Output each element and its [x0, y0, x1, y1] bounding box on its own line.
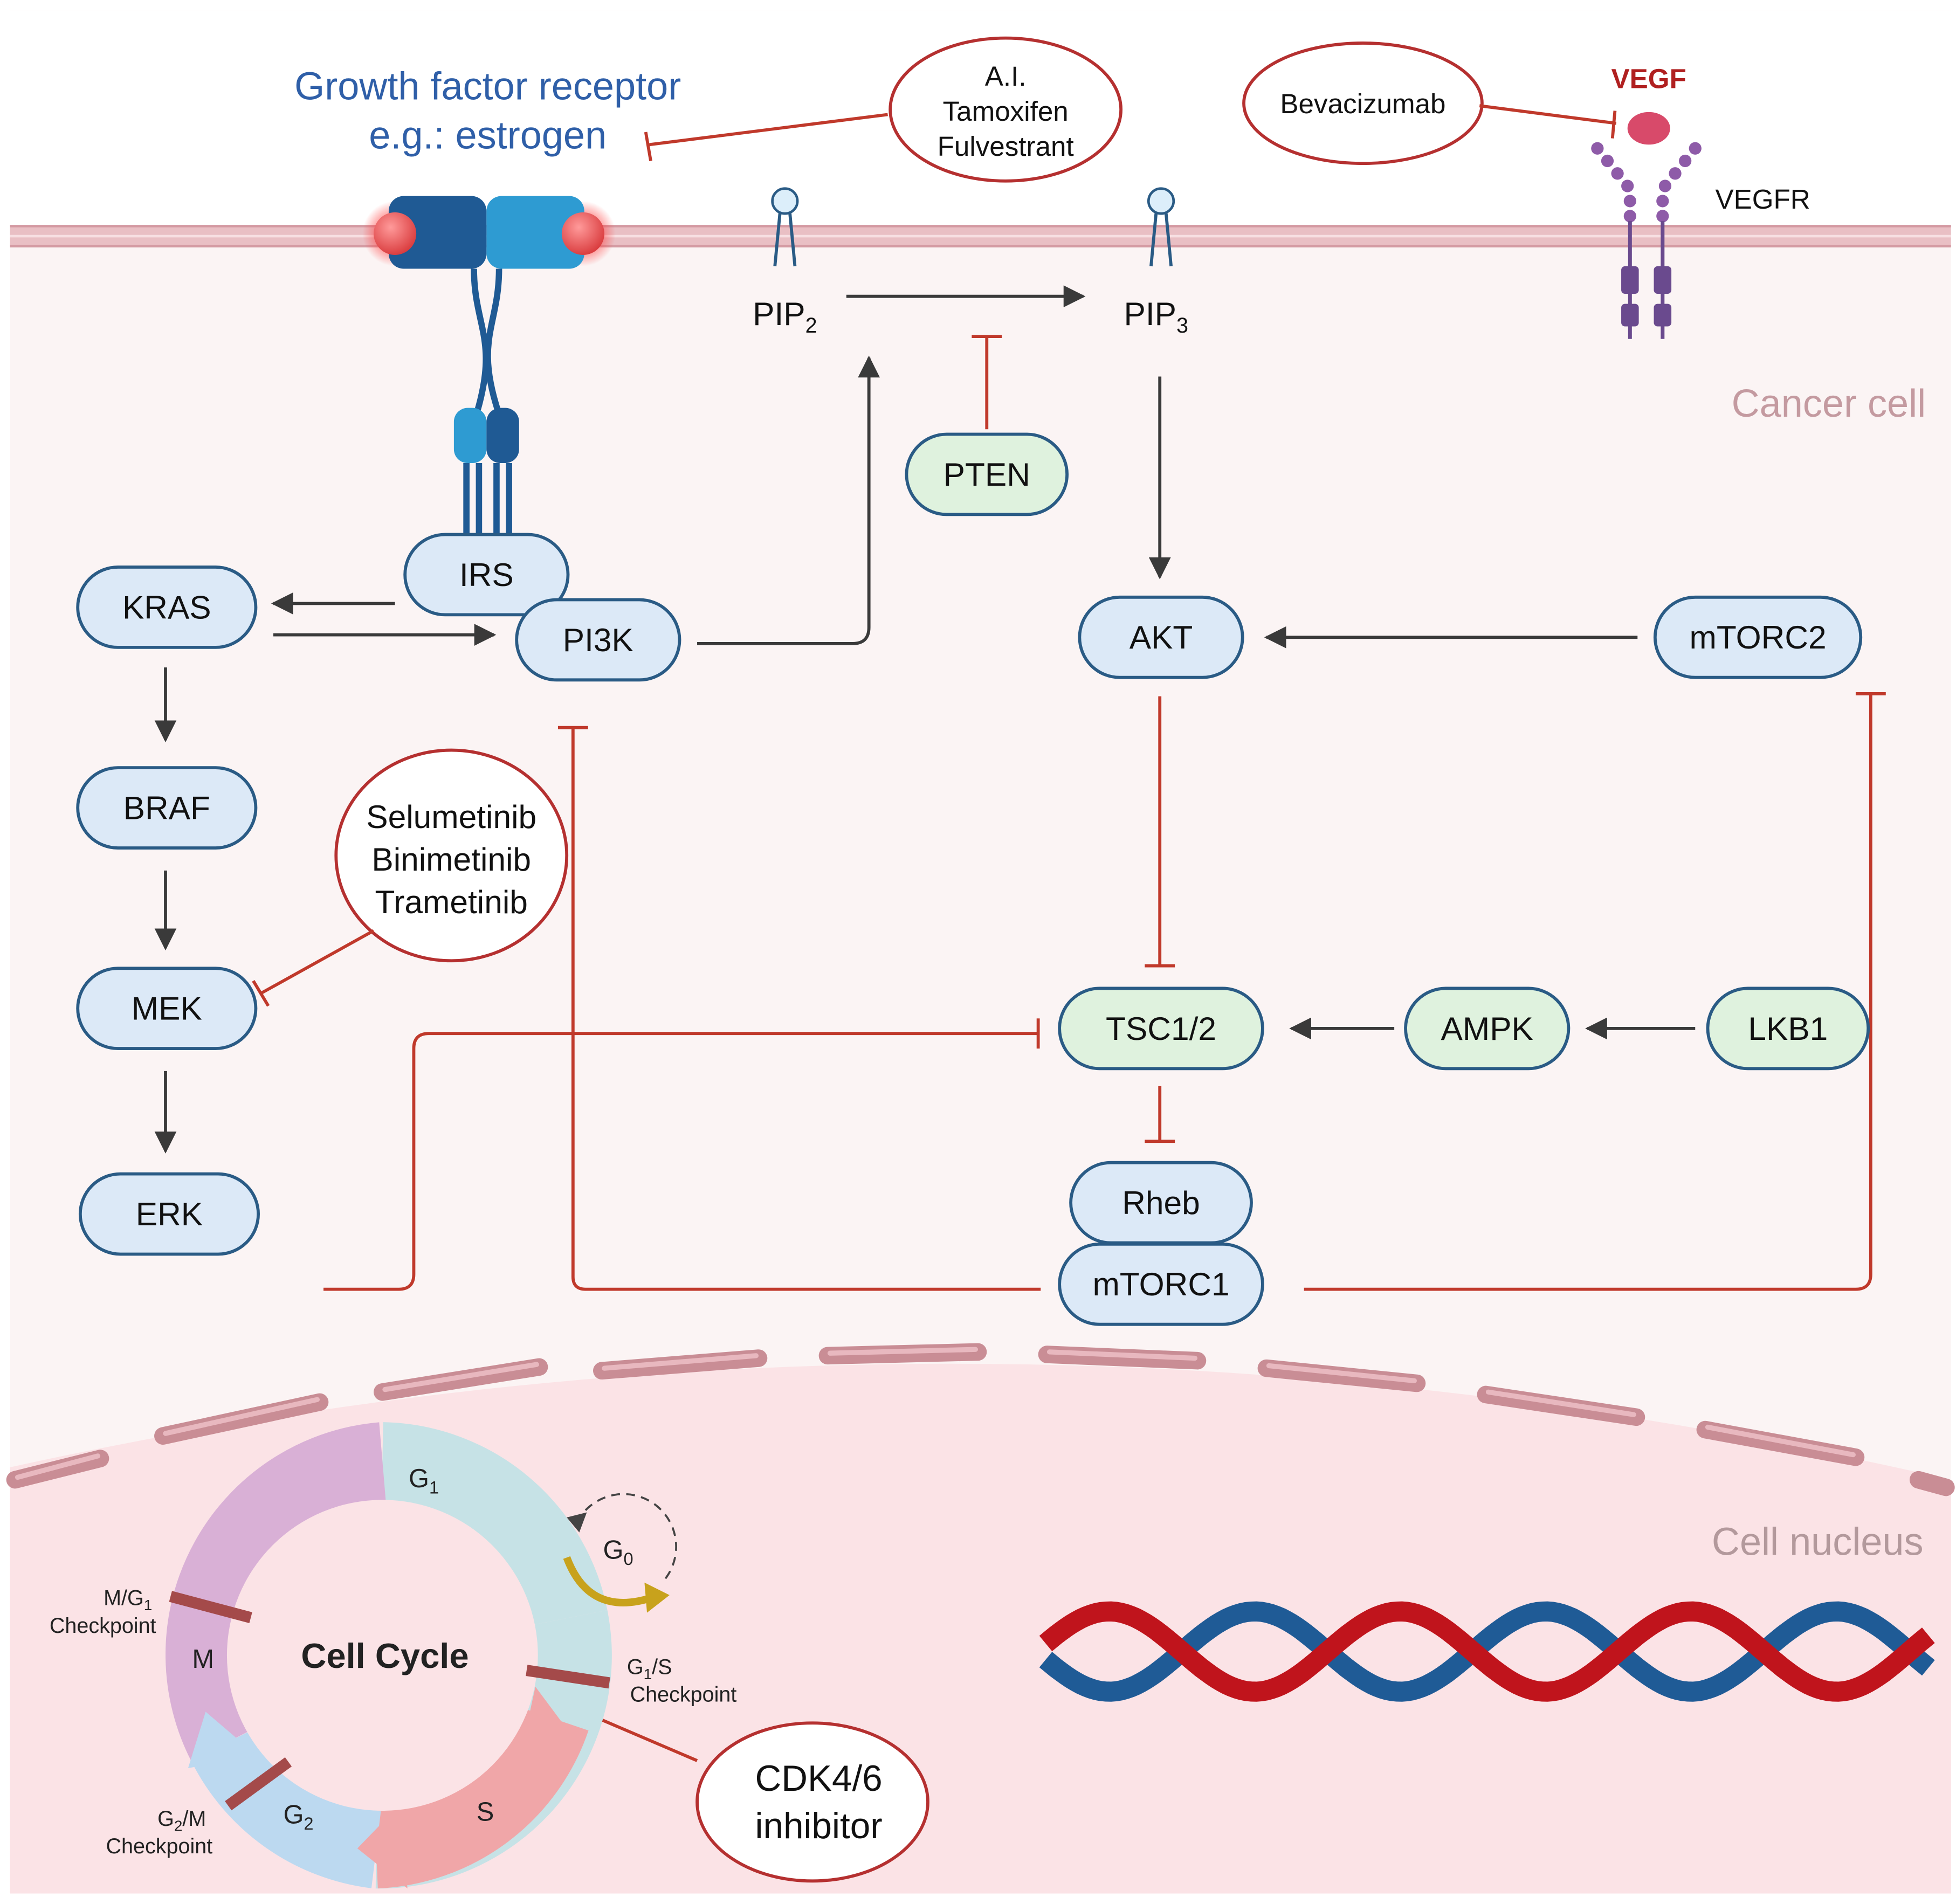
- node-mtorc2-label: mTORC2: [1689, 619, 1826, 656]
- g0-loop-arrow-icon: [563, 1493, 677, 1613]
- drug-selumetinib: Selumetinib: [366, 798, 536, 835]
- inhibit-mtorc1-mtorc2: [1304, 692, 1886, 1291]
- node-irs-label: IRS: [459, 556, 514, 593]
- vegf-receptor-icon: [1591, 142, 1702, 339]
- inhibit-tsc-rheb: [1145, 1086, 1175, 1143]
- inhibit-mek-drugs: [252, 929, 375, 1007]
- drug-bevacizumab: Bevacizumab: [1280, 88, 1445, 119]
- mek-inhibitor-circle: Selumetinib Binimetinib Trametinib: [334, 748, 569, 963]
- pip2-label: PIP2: [753, 295, 817, 337]
- node-ampk: AMPK: [1404, 987, 1571, 1071]
- node-erk: ERK: [78, 1172, 260, 1256]
- vegf-label: VEGF: [1611, 64, 1686, 94]
- drug-fulvestrant: Fulvestrant: [938, 131, 1074, 162]
- phase-m-label: M: [192, 1645, 214, 1674]
- pip3-label: PIP3: [1124, 295, 1188, 337]
- inhibit-erk-tsc: [323, 1018, 1040, 1291]
- checkpoint-g2m-line2: Checkpoint: [106, 1834, 213, 1858]
- phase-s-label: S: [477, 1798, 494, 1827]
- vegfr-label: VEGFR: [1715, 184, 1810, 215]
- node-tsc: TSC1/2: [1058, 987, 1264, 1071]
- cell-cycle-wheel: [166, 1422, 612, 1889]
- node-braf-label: BRAF: [123, 789, 210, 826]
- node-lkb1: LKB1: [1706, 987, 1870, 1071]
- node-pten: PTEN: [905, 432, 1069, 516]
- cell-cycle-title: Cell Cycle: [301, 1636, 469, 1675]
- node-pi3k-label: PI3K: [563, 622, 633, 658]
- node-pi3k: PI3K: [515, 598, 681, 682]
- activation-arrows: [154, 285, 1696, 1154]
- checkpoint-g1s-bar: [526, 1665, 610, 1689]
- inhibit-pten-conversion: [972, 335, 1002, 430]
- checkpoint-g1s-line1: G1/S: [627, 1655, 672, 1682]
- drug-trametinib: Trametinib: [375, 884, 528, 920]
- endocrine-therapy-oval: A.I. Tamoxifen Fulvestrant: [889, 36, 1123, 183]
- inhibit-mtorc1-pi3k: [557, 726, 1041, 1291]
- node-akt: AKT: [1078, 595, 1244, 679]
- arrow-pi3k-pip2: [697, 355, 880, 645]
- drug-binimetinib: Binimetinib: [371, 841, 531, 878]
- checkpoint-mg1-bar: [169, 1591, 252, 1624]
- checkpoint-bars: [169, 1591, 610, 1811]
- node-ampk-label: AMPK: [1441, 1010, 1533, 1047]
- receptor-title-line1: Growth factor receptor: [294, 65, 681, 108]
- cell-nucleus-label: Cell nucleus: [1712, 1521, 1924, 1564]
- node-mtorc1: mTORC1: [1058, 1242, 1264, 1326]
- node-kras: KRAS: [76, 565, 258, 649]
- node-rheb-label: Rheb: [1122, 1184, 1200, 1221]
- node-rheb: Rheb: [1069, 1161, 1253, 1245]
- node-erk-label: ERK: [136, 1196, 203, 1232]
- drug-tamoxifen: Tamoxifen: [943, 96, 1069, 127]
- node-irs: IRS: [403, 533, 570, 617]
- cell-membrane: [10, 225, 1951, 247]
- bevacizumab-oval: Bevacizumab: [1242, 42, 1484, 165]
- node-kras-label: KRAS: [122, 589, 211, 625]
- inhibit-akt-tsc: [1145, 696, 1175, 968]
- checkpoint-mg1-line2: Checkpoint: [50, 1614, 156, 1638]
- checkpoint-g1s-line2: Checkpoint: [630, 1683, 737, 1707]
- phase-g1-label: G1: [409, 1464, 439, 1498]
- drug-ai: A.I.: [985, 61, 1027, 92]
- receptor-title-line2: e.g.: estrogen: [369, 114, 607, 157]
- phase-g0-label: G0: [603, 1536, 633, 1569]
- drug-cdk46: CDK4/6: [755, 1758, 883, 1799]
- node-tsc-label: TSC1/2: [1106, 1010, 1216, 1047]
- node-mek: MEK: [76, 967, 258, 1050]
- receptor-dimer-icon: [362, 196, 616, 540]
- node-mtorc1-label: mTORC1: [1092, 1266, 1229, 1302]
- checkpoint-g2m-bar: [225, 1757, 292, 1811]
- phospholipid-icon: [1147, 187, 1175, 267]
- cdk-inhibitor-oval: CDK4/6 inhibitor: [695, 1721, 929, 1883]
- node-lkb1-label: LKB1: [1748, 1010, 1828, 1047]
- drug-cdk-inhibitor: inhibitor: [755, 1806, 883, 1846]
- node-mek-label: MEK: [132, 990, 202, 1027]
- node-braf: BRAF: [76, 766, 258, 850]
- cancer-cell-label: Cancer cell: [1732, 382, 1926, 425]
- checkpoint-mg1-line1: M/G1: [104, 1586, 152, 1613]
- dna-helix-icon: [1039, 1601, 1935, 1702]
- inhibit-endocrine-receptor: [644, 113, 888, 162]
- checkpoint-g2m-line1: G2/M: [157, 1807, 206, 1834]
- phospholipid-icon: [771, 187, 799, 267]
- node-pten-label: PTEN: [943, 456, 1030, 493]
- nuclear-envelope-highlight: [15, 1347, 1856, 1480]
- inhibit-bevacizumab-vegf: [1479, 104, 1617, 139]
- node-akt-label: AKT: [1129, 619, 1193, 656]
- vegf-ligand-icon: [1627, 112, 1670, 145]
- node-mtorc2: mTORC2: [1653, 595, 1863, 679]
- phase-g2-label: G2: [283, 1800, 313, 1833]
